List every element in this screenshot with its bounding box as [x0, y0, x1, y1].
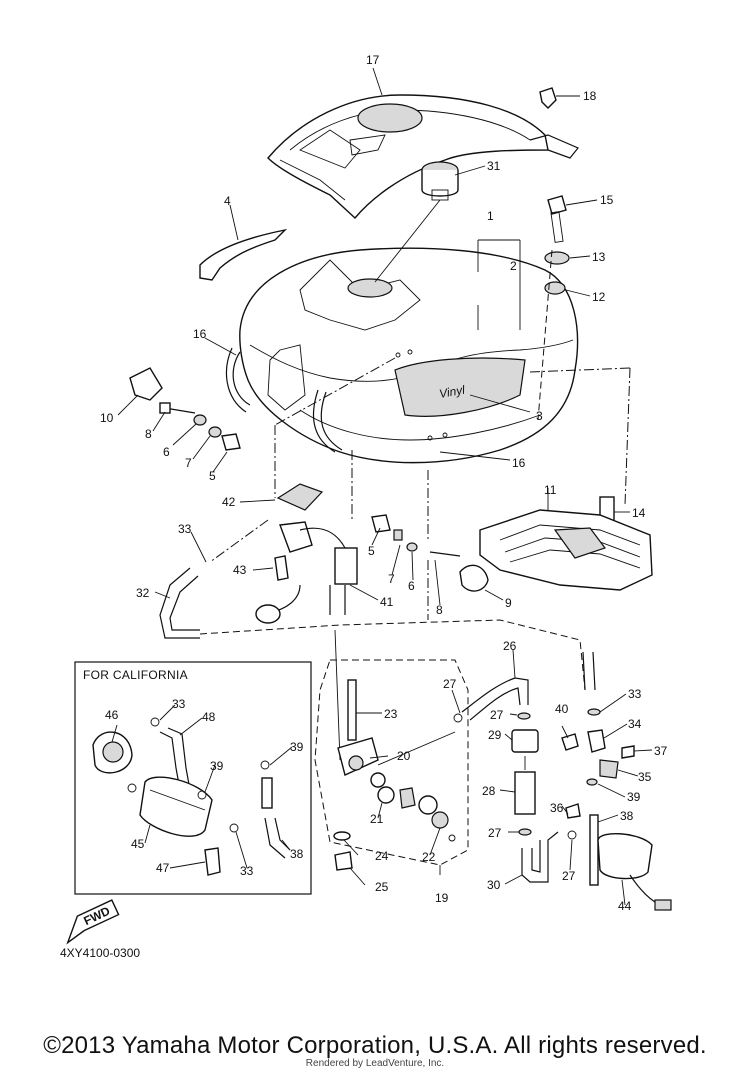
part-label-2: 2 [510, 259, 517, 273]
part-number-labels: 1 2 3 4 5 5 6 6 7 7 8 8 9 10 11 12 13 14… [100, 53, 668, 913]
part-label-47: 47 [156, 861, 170, 875]
part-label-21: 21 [370, 812, 384, 826]
part-label-42: 42 [222, 495, 236, 509]
connection-lines [209, 199, 631, 875]
hoses-drawing [159, 347, 586, 691]
left-fasteners-drawing [129, 367, 489, 592]
watermark-text: Rendered by LeadVenture, Inc. [305, 1058, 445, 1069]
part-label-45: 45 [131, 837, 145, 851]
part-label-35: 35 [638, 770, 652, 784]
tank-emblem-part [199, 228, 288, 281]
part-label-33c: 33 [172, 697, 186, 711]
part-label-11: 11 [544, 483, 557, 497]
part-label-41: 41 [380, 595, 394, 609]
leader-lines [111, 67, 653, 906]
part-label-20: 20 [397, 749, 411, 763]
part-label-38b: 38 [290, 847, 304, 861]
part-label-5a: 5 [209, 469, 216, 483]
part-label-29: 29 [488, 728, 502, 742]
part-label-5b: 5 [368, 544, 375, 558]
part-label-28: 28 [482, 784, 496, 798]
part-label-25: 25 [375, 880, 389, 894]
part-label-34: 34 [628, 717, 642, 731]
fuel-filter-pump-drawing [453, 651, 672, 911]
part-label-27d: 27 [562, 869, 576, 883]
inset-title: FOR CALIFORNIA [83, 668, 188, 682]
part-label-4: 4 [224, 194, 231, 208]
part-label-46: 46 [105, 708, 119, 722]
fuel-cap-drawing [421, 161, 459, 201]
part-label-39c: 39 [210, 759, 224, 773]
part-label-7b: 7 [388, 572, 395, 586]
part-label-44: 44 [618, 899, 632, 913]
part-label-33a: 33 [178, 522, 192, 536]
part-label-31: 31 [487, 159, 501, 173]
part-label-39a: 39 [627, 790, 641, 804]
part-label-16b: 16 [512, 456, 526, 470]
part-label-8a: 8 [145, 427, 152, 441]
part-label-7a: 7 [185, 456, 192, 470]
part-label-30: 30 [487, 878, 501, 892]
part-label-3: 3 [536, 409, 543, 423]
part-label-1: 1 [487, 209, 494, 223]
fuel-tank-drawing: Vinyl [239, 247, 579, 464]
part-label-26: 26 [503, 639, 517, 653]
fuel-pump-petcock-drawing [255, 483, 358, 624]
tank-cover-drawing [267, 94, 579, 220]
part-label-19: 19 [435, 891, 449, 905]
part-label-32: 32 [136, 586, 150, 600]
part-label-15: 15 [600, 193, 614, 207]
part-label-33d: 33 [240, 864, 254, 878]
petcock-assembly-drawing [333, 679, 456, 871]
part-label-37: 37 [654, 744, 668, 758]
part-label-22: 22 [422, 850, 436, 864]
part-label-23: 23 [384, 707, 398, 721]
part-label-14: 14 [632, 506, 646, 520]
part-label-33b: 33 [628, 687, 642, 701]
part-label-12: 12 [592, 290, 606, 304]
part-label-27b: 27 [490, 708, 504, 722]
fwd-arrow-icon: FWD [66, 899, 120, 945]
california-inset-parts [92, 717, 291, 876]
part-label-13: 13 [592, 250, 606, 264]
part-label-8b: 8 [436, 603, 443, 617]
part-label-6a: 6 [163, 445, 170, 459]
part-label-10: 10 [100, 411, 114, 425]
side-cover-drawing [479, 509, 653, 591]
part-label-36: 36 [550, 801, 564, 815]
part-label-27c: 27 [488, 826, 502, 840]
part-label-38a: 38 [620, 809, 634, 823]
part-label-48: 48 [202, 710, 216, 724]
part-label-40: 40 [555, 702, 569, 716]
tank-emblem-script: Vinyl [438, 383, 466, 401]
part-label-9: 9 [505, 596, 512, 610]
part-label-16a: 16 [193, 327, 207, 341]
part-label-39b: 39 [290, 740, 304, 754]
part-label-17: 17 [366, 53, 380, 67]
california-inset-frame [74, 661, 312, 895]
part-label-43: 43 [233, 563, 247, 577]
part-label-18: 18 [583, 89, 597, 103]
part-label-6b: 6 [408, 579, 415, 593]
copyright-notice: ©2013 Yamaha Motor Corporation, U.S.A. A… [43, 1032, 707, 1059]
diagram-code: 4XY4100-0300 [60, 946, 141, 960]
part-label-27a: 27 [443, 677, 457, 691]
part-label-24: 24 [375, 849, 389, 863]
